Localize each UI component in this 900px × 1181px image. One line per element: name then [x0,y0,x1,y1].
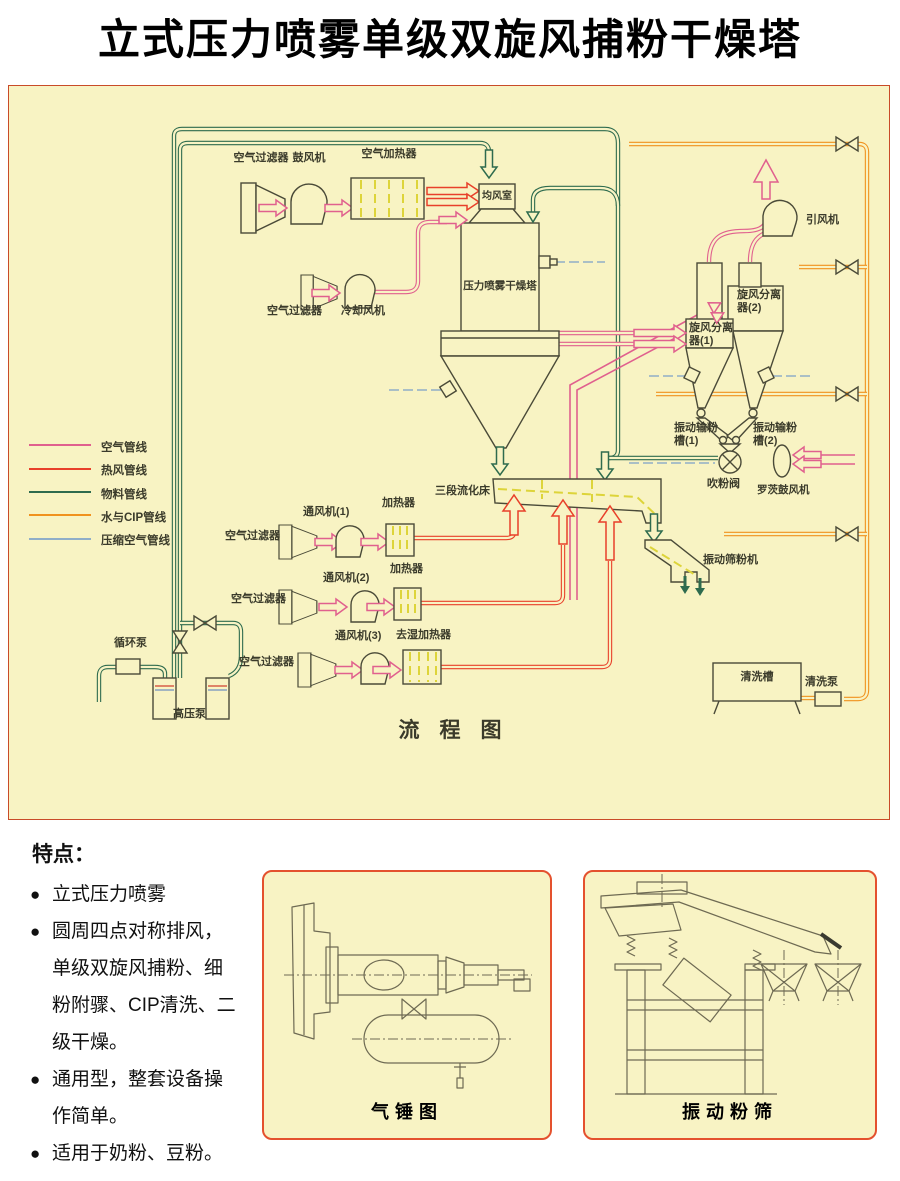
label-roots-blower: 罗茨鼓风机 [757,484,810,496]
drying-tower-shape [438,208,561,449]
legend-label: 物料管线 [101,488,147,501]
cyclone-2-shape [727,262,784,409]
fluid-bed-shape [492,478,662,524]
label-fluid-bed: 三段流化床 [435,485,490,497]
hopper-2 [814,950,862,1005]
flow-diagram-panel: 空气过滤器 鼓风机 空气加热器 均风室 压力喷雾干燥塔 引风机 旋风分离器(2)… [8,85,890,820]
label-air-heater: 空气加热器 [361,148,417,160]
label-drying-tower: 压力喷雾干燥塔 [463,280,537,292]
features-list: 立式压力喷雾 圆周四点对称排风，单级双旋风捕粉、细粉附骤、CIP清洗、二级干燥。… [30,876,240,1172]
compressed-air-line-swatch [29,538,91,540]
cip-line-swatch [29,514,91,517]
label-powder-blow-valve: 吹粉阀 [707,478,740,490]
legend-item-air: 空气管线 [29,438,199,461]
bed-inlet-arrow-3 [597,504,623,561]
heater-1-shape [385,523,415,557]
vibrating-sieve-caption: 振动粉筛 [682,1102,778,1122]
legend: 空气管线 热风管线 物料管线 水与CIP管线 压缩空气管线 [29,438,199,555]
label-dehumid-heater: 去湿加热器 [396,629,451,641]
vibrating-sieve-drawing [600,874,862,1095]
label-cyclone-1: 旋风分离器(1) [689,322,733,347]
legend-label: 水与CIP管线 [101,511,167,524]
powder-blow-valve-icon [718,450,742,474]
material-line-swatch [29,491,91,494]
bed-inlet-arrow-1 [501,493,527,536]
air-hammer-inset: 气锤图 [262,870,552,1140]
feature-item: 圆周四点对称排风，单级双旋风捕粉、细粉附骤、CIP清洗、二级干燥。 [30,913,240,1061]
flow-diagram-caption: 流程图 [398,719,522,742]
vent-fan-1-icon [335,525,365,558]
feature-item: 通用型，整套设备操作简单。 [30,1061,240,1135]
label-cleaning-tank: 清洗槽 [740,671,774,683]
legend-item-hot-air: 热风管线 [29,461,199,484]
feature-item: 立式压力喷雾 [30,876,240,913]
label-vibrating-feeder-1: 振动输粉槽(1) [674,422,718,447]
air-hammer-drawing [284,902,532,1089]
label-circulating-pump: 循环泵 [114,637,147,649]
feature-item: 适用于奶粉、豆粉。 [30,1135,240,1172]
flow-diagram-canvas [9,86,891,720]
air-chamber-shape [478,183,516,210]
blower-icon [290,183,328,225]
label-heater-2: 加热器 [390,563,423,575]
label-high-pressure-pump: 高压泵 [173,708,206,720]
legend-label: 热风管线 [101,465,147,478]
label-vent-fan-2: 通风机(2) [323,572,370,584]
vibrating-feeders-shape [695,408,759,454]
air-filter-3-shape [278,524,318,560]
air-heater-shape [350,177,425,220]
label-cooling-fan: 冷却风机 [341,305,385,317]
vibrating-sieve-inset: 振动粉筛 [583,870,877,1140]
label-blower: 鼓风机 [292,152,326,164]
vibrating-sifter-shape [644,539,710,596]
label-vibrating-sifter: 振动筛粉机 [703,554,758,566]
arch-arrowhead [525,211,541,224]
legend-item-material: 物料管线 [29,485,199,508]
label-air-filter-3: 空气过滤器 [225,530,280,542]
air-filter-5-shape [297,652,337,688]
label-air-filter-5: 空气过滤器 [239,656,294,668]
hot-air-line-swatch [29,467,91,470]
label-air-filter-4: 空气过滤器 [231,593,286,605]
label-air-filter-2: 空气过滤器 [267,305,322,317]
label-air-filter-1: 空气过滤器 [233,152,289,164]
induced-draft-fan-icon [762,199,798,237]
label-induced-draft-fan: 引风机 [806,214,839,226]
label-cleaning-pump: 清洗泵 [805,676,838,688]
cip-valves [835,136,859,542]
cleaning-tank-shape [712,662,842,715]
pump-station-shape [115,615,230,720]
label-cyclone-2: 旋风分离器(2) [737,289,781,314]
compressed-air-lines [389,261,812,464]
label-vibrating-feeder-2: 振动输粉槽(2) [753,422,797,447]
label-vent-fan-3: 通风机(3) [335,630,382,642]
features-section: 特点： 立式压力喷雾 圆周四点对称排风，单级双旋风捕粉、细粉附骤、CIP清洗、二… [30,838,257,1172]
air-hammer-caption: 气锤图 [371,1102,443,1122]
air-line-swatch [29,444,91,447]
exhaust-arrow [752,158,780,200]
legend-label: 空气管线 [101,441,147,454]
dehumid-heater-shape [402,649,442,685]
heater-2-shape [393,587,422,621]
page-title: 立式压力喷雾单级双旋风捕粉干燥塔 [97,16,802,63]
label-heater-1: 加热器 [382,497,415,509]
legend-item-cip: 水与CIP管线 [29,508,199,531]
legend-label: 压缩空气管线 [101,535,170,548]
legend-item-compressed-air: 压缩空气管线 [29,532,199,555]
label-air-chamber: 均风室 [482,191,512,202]
label-vent-fan-1: 通风机(1) [303,506,350,518]
features-heading: 特点： [32,843,95,866]
hot-air-pipes [414,532,610,667]
hopper-1 [760,950,808,1005]
roots-blower-shape [772,444,792,478]
cyclone-1-shape [685,262,735,409]
cooling-fan-icon [344,273,376,309]
bed-inlet-arrow-2 [550,498,576,545]
